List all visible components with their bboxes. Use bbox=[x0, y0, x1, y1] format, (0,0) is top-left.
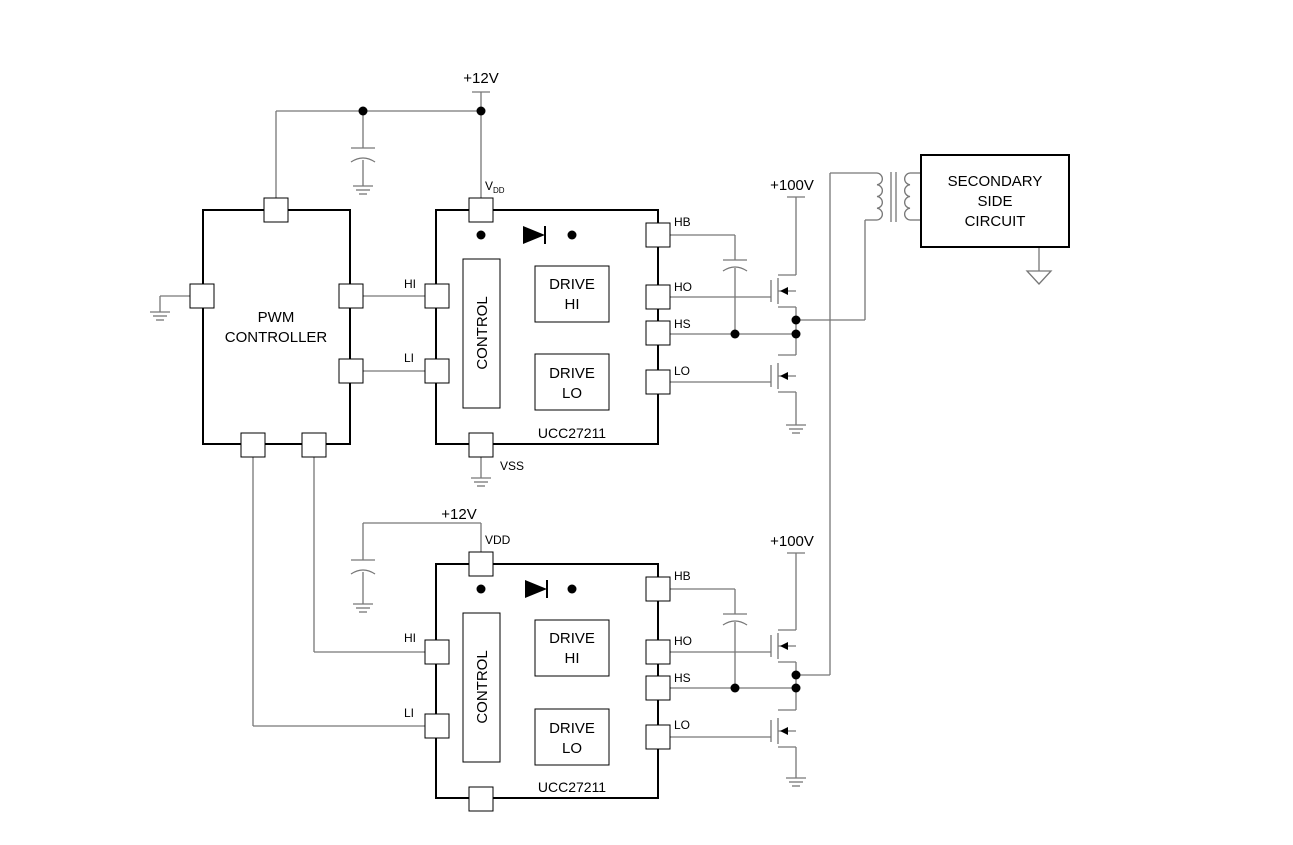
pin-hi bbox=[424, 283, 450, 309]
ground-symbol bbox=[786, 424, 806, 434]
pin-hb bbox=[645, 222, 671, 248]
drive-lo-label-1: DRIVE bbox=[549, 365, 595, 382]
label-vss: VSS bbox=[500, 459, 524, 473]
secondary-side-circuit: SECONDARY SIDE CIRCUIT bbox=[920, 154, 1070, 248]
mosfets bbox=[770, 274, 796, 748]
label-hb-top: HB bbox=[674, 215, 691, 229]
drive-hi-label-1: DRIVE bbox=[549, 276, 595, 293]
ground-symbol bbox=[471, 477, 491, 487]
junction-dots bbox=[358, 106, 801, 693]
label-li-bottom: LI bbox=[404, 706, 414, 720]
drive-hi-label-2: HI bbox=[565, 296, 580, 313]
drive-lo-label-1: DRIVE bbox=[549, 720, 595, 737]
pin-lo bbox=[645, 724, 671, 750]
label-hs-top: HS bbox=[674, 317, 691, 331]
drive-hi-label-1: DRIVE bbox=[549, 630, 595, 647]
capacitor-boot-top bbox=[722, 259, 748, 272]
label-vdd-bottom: VDD bbox=[485, 533, 511, 547]
secondary-label-line3: CIRCUIT bbox=[965, 213, 1026, 230]
grounds bbox=[150, 185, 1053, 787]
transformer bbox=[876, 172, 911, 222]
drive-lo-label-2: LO bbox=[562, 385, 582, 402]
label-hs-bottom: HS bbox=[674, 671, 691, 685]
capacitors bbox=[350, 147, 748, 626]
secondary-label-line2: SIDE bbox=[977, 193, 1012, 210]
drive-hi-block bbox=[534, 619, 610, 677]
pin-li bbox=[424, 713, 450, 739]
drive-hi-block bbox=[534, 265, 610, 323]
mosfet-high-side-bottom bbox=[770, 629, 796, 663]
control-label: CONTROL bbox=[474, 650, 491, 723]
label-ho-bottom: HO bbox=[674, 634, 692, 648]
pwm-label-line1: PWM bbox=[258, 309, 295, 326]
ground-symbol bbox=[353, 185, 373, 195]
ground-chassis-symbol bbox=[1025, 270, 1053, 285]
diode bbox=[523, 226, 545, 244]
control-label: CONTROL bbox=[474, 296, 491, 369]
pin-vdd bbox=[468, 197, 494, 223]
label-li-top: LI bbox=[404, 351, 414, 365]
label-hi-bottom: HI bbox=[404, 631, 416, 645]
diode bbox=[525, 580, 547, 598]
pwm-pin bbox=[338, 283, 364, 309]
label-ho-top: HO bbox=[674, 280, 692, 294]
drive-lo-label-2: LO bbox=[562, 740, 582, 757]
pwm-pin bbox=[338, 358, 364, 384]
control-block bbox=[462, 612, 501, 763]
pin-hi bbox=[424, 639, 450, 665]
ground-symbol bbox=[353, 603, 373, 613]
pin-vdd bbox=[468, 551, 494, 577]
pin-li bbox=[424, 358, 450, 384]
drive-hi-label-2: HI bbox=[565, 650, 580, 667]
net-labels: +12V +12V +100V +100V VDD VSS HI LI HB H… bbox=[404, 70, 814, 732]
pwm-pin bbox=[263, 197, 289, 223]
pwm-label-line2: CONTROLLER bbox=[225, 329, 328, 346]
label-lo-top: LO bbox=[674, 364, 690, 378]
mosfet-low-side-bottom bbox=[770, 709, 796, 748]
secondary-label-line1: SECONDARY bbox=[948, 173, 1043, 190]
supply-12v-bottom: +12V bbox=[441, 506, 476, 523]
pwm-pin bbox=[240, 432, 266, 458]
supply-100v-top: +100V bbox=[770, 177, 814, 194]
pin-lo bbox=[645, 369, 671, 395]
driver-ic-top: CONTROL DRIVE HI DRIVE LO UCC27211 bbox=[424, 197, 671, 458]
drive-lo-block bbox=[534, 353, 610, 411]
pin-vss bbox=[468, 432, 494, 458]
control-block bbox=[462, 258, 501, 409]
part-number: UCC27211 bbox=[538, 425, 606, 441]
capacitor-boot-bottom bbox=[722, 613, 748, 626]
label-hb-bottom: HB bbox=[674, 569, 691, 583]
capacitor-vdd-top bbox=[350, 147, 376, 163]
capacitor-vdd-bottom bbox=[350, 559, 376, 575]
pwm-controller: PWM CONTROLLER bbox=[189, 197, 364, 458]
ground-symbol bbox=[150, 311, 170, 321]
label-hi-top: HI bbox=[404, 277, 416, 291]
label-lo-bottom: LO bbox=[674, 718, 690, 732]
pwm-pin bbox=[301, 432, 327, 458]
pin-hb bbox=[645, 576, 671, 602]
mosfet-low-side-top bbox=[770, 354, 796, 393]
pin-ho bbox=[645, 639, 671, 665]
mosfet-high-side-top bbox=[770, 274, 796, 308]
pin-vss bbox=[468, 786, 494, 812]
supply-100v-bottom: +100V bbox=[770, 533, 814, 550]
part-number: UCC27211 bbox=[538, 779, 606, 795]
supply-12v-top: +12V bbox=[463, 70, 498, 87]
pin-hs bbox=[645, 320, 671, 346]
ground-symbol bbox=[786, 777, 806, 787]
drive-lo-block bbox=[534, 708, 610, 766]
pin-hs bbox=[645, 675, 671, 701]
pin-ho bbox=[645, 284, 671, 310]
driver-ic-bottom: CONTROL DRIVE HI DRIVE LO UCC27211 bbox=[424, 551, 671, 812]
label-vdd-top: VDD bbox=[485, 179, 505, 195]
pwm-pin bbox=[189, 283, 215, 309]
